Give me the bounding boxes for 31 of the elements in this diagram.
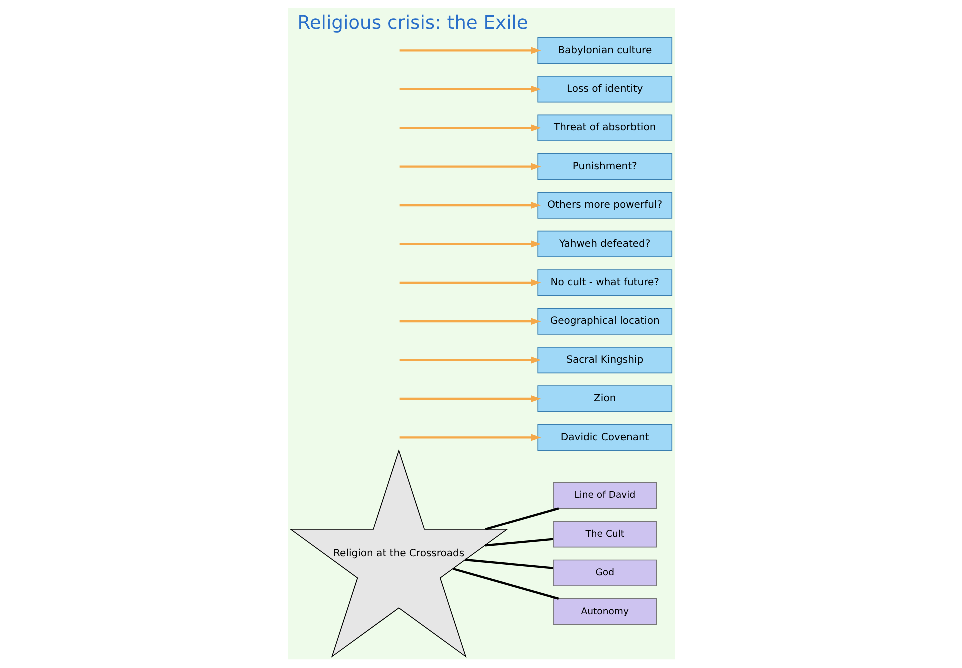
connector bbox=[484, 508, 559, 530]
diagram-title: Religious crisis: the Exile bbox=[297, 13, 528, 34]
arrow bbox=[399, 434, 541, 442]
arrow bbox=[399, 395, 541, 403]
node-box: Threat of absorbtion bbox=[537, 114, 672, 142]
arrow bbox=[399, 86, 541, 93]
arrow bbox=[399, 47, 541, 54]
node-box: Babylonian culture bbox=[537, 37, 672, 64]
node-box: Geographical location bbox=[537, 308, 672, 335]
node-box: God bbox=[552, 560, 657, 586]
node-box: Punishment? bbox=[537, 153, 672, 180]
connector bbox=[484, 538, 554, 547]
arrow bbox=[399, 356, 541, 364]
arrow bbox=[399, 240, 541, 248]
connector bbox=[452, 568, 559, 600]
node-box: Autonomy bbox=[552, 598, 657, 626]
node-box: Sacral Kingship bbox=[537, 346, 672, 374]
node-box: No cult - what future? bbox=[537, 270, 672, 296]
node-box: Loss of identity bbox=[537, 76, 672, 103]
node-box: Line of David bbox=[552, 482, 657, 510]
node-box: Zion bbox=[537, 386, 672, 412]
arrow bbox=[399, 279, 541, 286]
node-box: Yahweh defeated? bbox=[537, 230, 672, 258]
arrow bbox=[399, 202, 541, 210]
node-box: Davidic Covenant bbox=[537, 424, 672, 452]
arrow bbox=[399, 163, 541, 170]
node-box: The Cult bbox=[552, 521, 657, 548]
arrow bbox=[399, 318, 541, 326]
node-box: Others more powerful? bbox=[537, 192, 672, 219]
connector bbox=[464, 558, 554, 570]
arrow bbox=[399, 124, 541, 132]
